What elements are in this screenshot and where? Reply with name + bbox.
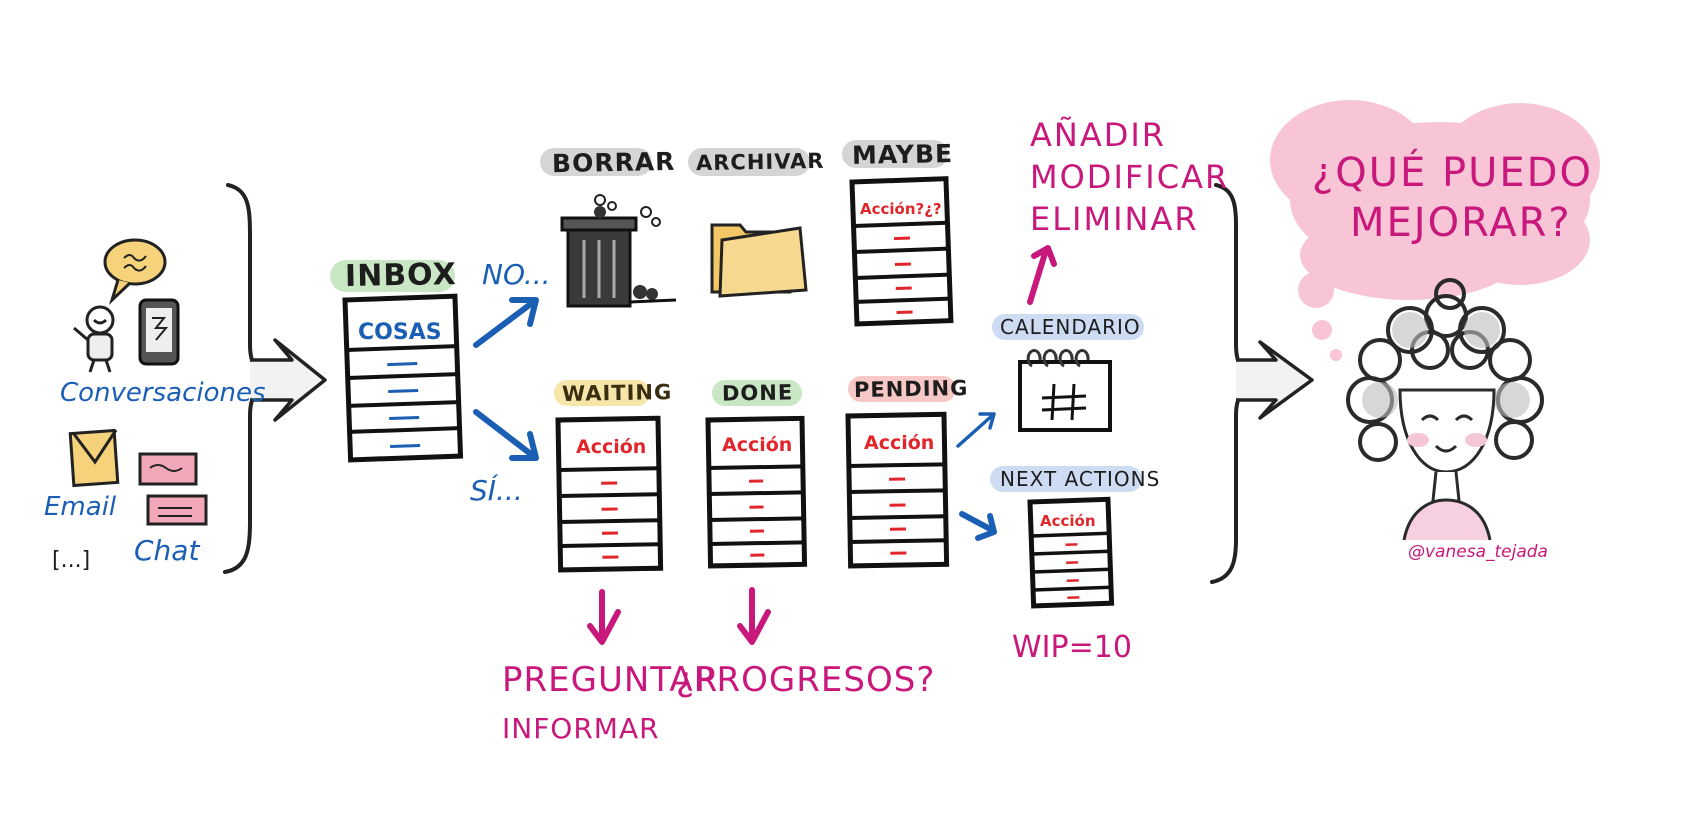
maybe-doc-label: Acción?¿? bbox=[860, 200, 942, 218]
arrow-no bbox=[473, 297, 539, 348]
speech-bubble-icon bbox=[103, 238, 167, 305]
chat-label: Chat bbox=[134, 534, 200, 567]
calendario-label: CALENDARIO bbox=[1000, 315, 1141, 339]
anadir-label: AÑADIR bbox=[1030, 116, 1167, 154]
girl-illustration bbox=[1346, 278, 1544, 541]
modificar-label: MODIFICAR bbox=[1030, 158, 1230, 196]
author-handle: @vanesa_tejada bbox=[1408, 542, 1548, 562]
maybe-label: MAYBE bbox=[851, 139, 954, 170]
thought-line1: ¿QUÉ PUEDO bbox=[1312, 150, 1593, 196]
arrow-preguntar bbox=[587, 589, 621, 645]
thought-cloud bbox=[1270, 100, 1600, 361]
pending-label: PENDING bbox=[853, 376, 969, 402]
done-label: DONE bbox=[721, 380, 794, 406]
branch-no-label: NO... bbox=[482, 258, 551, 291]
arrow-to-next bbox=[959, 511, 997, 541]
more-sources-label: [...] bbox=[52, 548, 91, 573]
inbox-title: INBOX bbox=[344, 257, 458, 294]
person-icon bbox=[73, 305, 115, 373]
thought-line2: MEJORAR? bbox=[1350, 200, 1572, 246]
trash-can-icon bbox=[560, 194, 677, 308]
done-document bbox=[705, 415, 808, 569]
arrow-progresos bbox=[737, 587, 771, 645]
phone-icon bbox=[138, 298, 180, 366]
pending-document bbox=[845, 411, 950, 569]
maybe-document bbox=[849, 176, 954, 327]
waiting-document bbox=[555, 415, 664, 573]
informar-label: INFORMAR bbox=[502, 712, 660, 745]
arrow-anadir bbox=[1027, 245, 1057, 305]
next-actions-document bbox=[1027, 496, 1115, 609]
waiting-doc-label: Acción bbox=[576, 436, 647, 458]
chat-bubbles-icon bbox=[138, 452, 208, 526]
envelope-icon bbox=[68, 428, 120, 488]
next-actions-label: NEXT ACTIONS bbox=[1000, 467, 1161, 491]
inbox-document bbox=[342, 293, 464, 463]
right-big-arrow bbox=[1236, 340, 1314, 420]
left-big-arrow bbox=[250, 338, 327, 422]
conversaciones-label: Conversaciones bbox=[60, 378, 266, 408]
arrow-si bbox=[473, 409, 539, 461]
inbox-doc-label: COSAS bbox=[358, 320, 442, 345]
folder-icon bbox=[710, 223, 808, 298]
pending-doc-label: Acción bbox=[864, 432, 935, 454]
borrar-label: BORRAR bbox=[551, 146, 676, 179]
waiting-label: WAITING bbox=[561, 380, 673, 406]
eliminar-label: ELIMINAR bbox=[1030, 200, 1199, 238]
archivar-label: ARCHIVAR bbox=[695, 148, 825, 176]
done-doc-label: Acción bbox=[722, 434, 793, 456]
branch-si-label: SÍ... bbox=[470, 474, 523, 507]
wip-label: WIP=10 bbox=[1012, 630, 1132, 665]
calendar-icon bbox=[1018, 349, 1112, 432]
next-doc-label: Acción bbox=[1040, 512, 1096, 530]
preguntar-label: PREGUNTAR bbox=[502, 660, 719, 700]
arrow-to-calendar bbox=[956, 412, 996, 448]
email-label: Email bbox=[44, 492, 117, 522]
progresos-label: ¿PROGRESOS? bbox=[676, 660, 936, 700]
inbox-pill bbox=[330, 260, 455, 292]
